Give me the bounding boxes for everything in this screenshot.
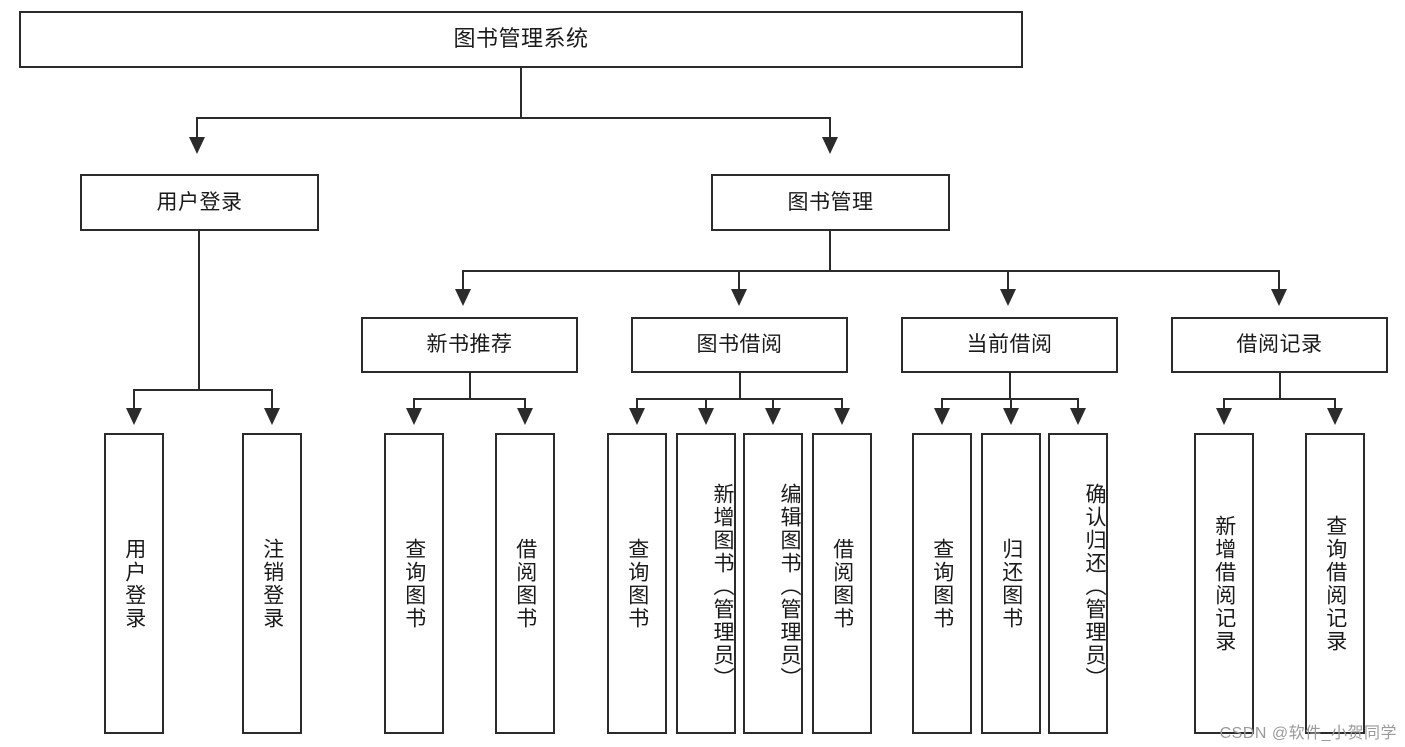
leaf-bb-add-book[interactable]: 新增图书（管理员） (676, 433, 736, 734)
arrowhead-cb-query-book (934, 408, 950, 425)
connector-bb-bar (636, 398, 843, 400)
leaf-br-query-record[interactable]: 查询借阅记录 (1305, 433, 1365, 734)
connector-user-login-child-2 (271, 389, 273, 411)
node-root-book-management-system[interactable]: 图书管理系统 (19, 11, 1023, 68)
arrowhead-leaf-user-login (126, 408, 142, 425)
connector-root-to-user-login (196, 117, 198, 140)
connector-br-bar (1223, 398, 1336, 400)
arrowhead-leaf-logout (264, 408, 280, 425)
connector-root-to-book-management (829, 117, 831, 140)
arrowhead-book-borrow (731, 289, 747, 306)
connector-br-stem (1279, 373, 1281, 399)
node-book-management[interactable]: 图书管理 (711, 174, 950, 231)
csdn-watermark: CSDN @软件_小贺同学 (1219, 725, 1397, 742)
connector-user-login-child-1 (133, 389, 135, 411)
connector-bb-stem (739, 373, 741, 399)
connector-nbr-bar (413, 398, 526, 400)
connector-bb-child-1 (636, 398, 638, 411)
node-user-login[interactable]: 用户登录 (80, 174, 319, 231)
leaf-cb-confirm-return[interactable]: 确认归还（管理员） (1048, 433, 1108, 734)
arrowhead-bb-edit-book (765, 408, 781, 425)
arrowhead-nbr-borrow-book (517, 408, 533, 425)
leaf-nbr-borrow-book[interactable]: 借阅图书 (495, 433, 555, 734)
arrowhead-nbr-query-book (406, 408, 422, 425)
node-current-borrow[interactable]: 当前借阅 (901, 317, 1118, 373)
arrowhead-borrow-record (1271, 289, 1287, 306)
node-book-borrow[interactable]: 图书借阅 (631, 317, 848, 373)
leaf-bb-edit-book[interactable]: 编辑图书（管理员） (743, 433, 803, 734)
leaf-nbr-query-book[interactable]: 查询图书 (384, 433, 444, 734)
arrowhead-user-login (189, 137, 205, 154)
leaf-cb-query-book[interactable]: 查询图书 (912, 433, 972, 734)
arrowhead-current-borrow (1000, 289, 1016, 306)
connector-nbr-child-1 (413, 398, 415, 411)
connector-bm-child-3 (1007, 270, 1009, 292)
connector-user-login-bar (133, 389, 273, 391)
connector-cb-child-2 (1010, 398, 1012, 411)
arrowhead-bb-borrow-book (834, 408, 850, 425)
connector-bm-child-2 (738, 270, 740, 292)
arrowhead-bb-query-book (629, 408, 645, 425)
connector-bb-child-2 (705, 398, 707, 411)
leaf-bb-query-book[interactable]: 查询图书 (607, 433, 667, 734)
connector-book-management-stem (829, 231, 831, 271)
node-borrow-record[interactable]: 借阅记录 (1171, 317, 1388, 373)
leaf-user-login[interactable]: 用户登录 (104, 433, 164, 734)
connector-cb-child-1 (941, 398, 943, 411)
connector-br-child-2 (1334, 398, 1336, 411)
connector-book-management-bar (462, 270, 1280, 272)
arrowhead-book-management (822, 137, 838, 154)
connector-bm-child-1 (462, 270, 464, 292)
arrowhead-bb-add-book (698, 408, 714, 425)
connector-root-bar (196, 117, 831, 119)
connector-bb-child-4 (841, 398, 843, 411)
arrowhead-cb-confirm-return (1070, 408, 1086, 425)
node-new-book-recommend[interactable]: 新书推荐 (361, 317, 578, 373)
connector-br-child-1 (1223, 398, 1225, 411)
arrowhead-new-book-recommend (455, 289, 471, 306)
connector-bb-child-3 (772, 398, 774, 411)
arrowhead-br-query-record (1327, 408, 1343, 425)
arrowhead-cb-return-book (1003, 408, 1019, 425)
connector-nbr-child-2 (524, 398, 526, 411)
leaf-br-add-record[interactable]: 新增借阅记录 (1194, 433, 1254, 734)
leaf-cb-return-book[interactable]: 归还图书 (981, 433, 1041, 734)
arrowhead-br-add-record (1216, 408, 1232, 425)
connector-cb-child-3 (1077, 398, 1079, 411)
connector-nbr-stem (469, 373, 471, 399)
connector-user-login-stem (198, 231, 200, 390)
connector-cb-stem (1009, 373, 1011, 399)
connector-bm-child-4 (1278, 270, 1280, 292)
leaf-bb-borrow-book[interactable]: 借阅图书 (812, 433, 872, 734)
leaf-logout[interactable]: 注销登录 (242, 433, 302, 734)
connector-root-stem (520, 68, 522, 118)
